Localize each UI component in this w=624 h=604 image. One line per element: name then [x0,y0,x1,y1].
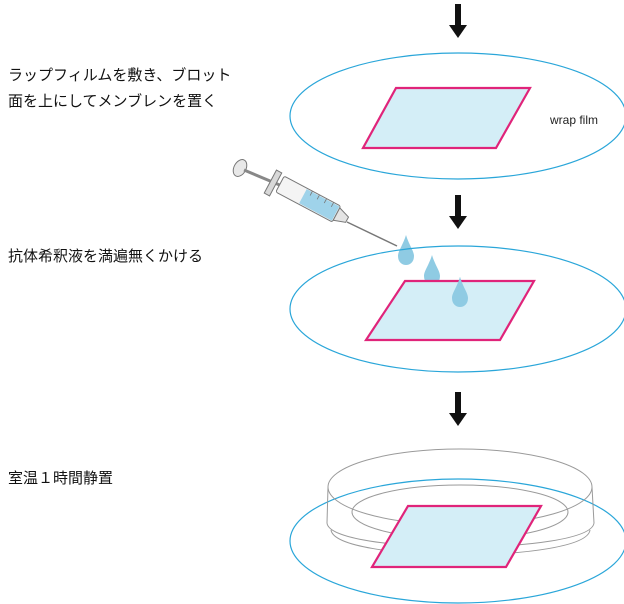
wrap-film-ellipse-1 [289,52,624,180]
syringe-icon [232,159,398,247]
step-3-instruction: 室温１時間静置 [8,469,114,487]
droplet-icon [398,235,414,265]
wrap-film-ellipse-3 [289,478,624,604]
step-1-instruction: ラップフィルムを敷き、ブロット 面を上にしてメンブレンを置く [8,66,232,110]
membrane-3 [370,504,543,569]
down-arrow-icon [449,392,467,426]
down-arrow-icon [449,4,467,38]
membrane-1 [361,86,532,150]
down-arrow-icon [449,195,467,229]
membrane-2 [363,279,536,342]
step-2-instruction: 抗体希釈液を満遍無くかける [8,247,204,265]
droplet-icon [452,277,468,307]
droplet-icon [424,255,440,285]
wrap-film-ellipse-2 [289,245,624,373]
wrap-film-label: wrap film [549,113,598,127]
